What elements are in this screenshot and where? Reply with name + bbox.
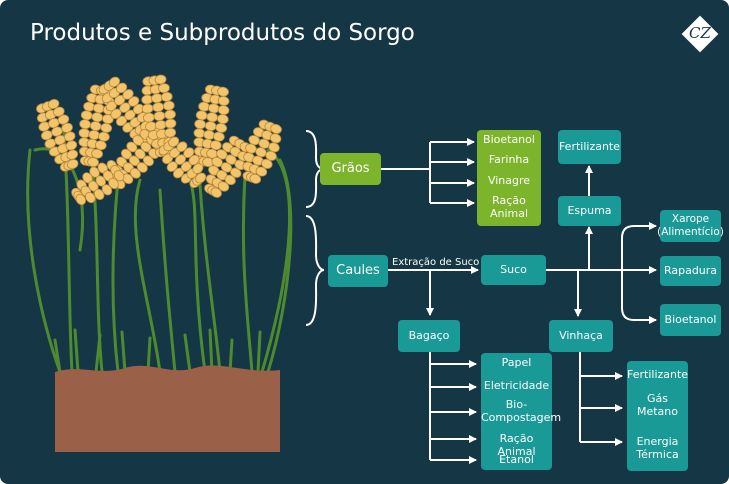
- edge-label-extracao: Extração de Suco: [392, 257, 480, 268]
- vinhaca-products: Fertilizante Gás Metano Energia Térmica: [627, 361, 688, 471]
- grain-panicle: [193, 84, 230, 168]
- plant-blade: [228, 338, 234, 374]
- node-fertilizante-top: Fertilizante: [558, 130, 621, 164]
- grain-panicle: [36, 99, 79, 172]
- plant-stem: [133, 178, 162, 374]
- node-caules: Caules: [328, 255, 388, 287]
- grain-panicle: [158, 136, 207, 189]
- plant-stem: [111, 158, 122, 374]
- soil: [55, 365, 280, 452]
- plant-stem: [188, 178, 207, 374]
- plant-stem: [198, 183, 222, 374]
- product-biocompostagem: Bio- Compostagem: [481, 398, 562, 424]
- product-racao-graos: Ração Animal: [489, 194, 529, 220]
- plant-stem: [33, 147, 85, 252]
- grain-panicle: [204, 135, 252, 198]
- node-rapadura: Rapadura: [660, 256, 721, 286]
- node-bioetanol-suco: Bioetanol: [660, 304, 721, 336]
- product-racao-bagaco: Ração Animal: [497, 432, 536, 458]
- product-vinagre: Vinagre: [487, 174, 531, 187]
- product-etanol: Etanol: [499, 453, 534, 466]
- plant-blade: [183, 333, 192, 374]
- product-energia-termica: Energia Térmica: [636, 435, 679, 461]
- product-farinha: Farinha: [488, 153, 530, 166]
- plant-blade: [94, 333, 102, 374]
- product-gas-metano: Gás Metano: [636, 392, 678, 418]
- cz-logo: CZ: [681, 15, 719, 53]
- brace-caules: [305, 215, 325, 326]
- grain-panicle: [71, 159, 125, 206]
- plant-stem: [266, 158, 293, 374]
- product-bioetanol-graos: Bioetanol: [483, 133, 535, 146]
- logo-text: CZ: [689, 24, 711, 42]
- sorghum-plant: [26, 74, 293, 452]
- plant-stem: [158, 188, 177, 374]
- node-vinhaca: Vinhaça: [549, 320, 613, 352]
- node-suco: Suco: [481, 255, 546, 285]
- grain-panicle: [242, 119, 282, 184]
- plant-blade: [73, 328, 80, 374]
- plant-stem: [26, 148, 62, 374]
- node-espuma: Espuma: [558, 196, 621, 226]
- product-fertilizante-vinhaca: Fertilizante: [627, 368, 689, 381]
- plant-stem: [241, 173, 254, 374]
- page-title: Produtos e Subprodutos do Sorgo: [30, 20, 415, 46]
- plant-blade: [53, 338, 62, 374]
- plant-blade: [120, 330, 127, 374]
- node-graos: Grãos: [320, 153, 381, 185]
- plant-blade: [208, 328, 214, 374]
- product-papel: Papel: [501, 356, 532, 369]
- plant-blade: [256, 330, 262, 374]
- node-bagaco: Bagaço: [398, 320, 460, 352]
- bagaco-products: Papel Eletricidade Bio- Compostagem Raçã…: [481, 353, 562, 470]
- node-xarope: Xarope (Alimentício): [657, 210, 724, 242]
- product-eletricidade: Eletricidade: [483, 379, 550, 392]
- graos-products: Bioetanol Farinha Vinagre Ração Animal: [477, 130, 541, 226]
